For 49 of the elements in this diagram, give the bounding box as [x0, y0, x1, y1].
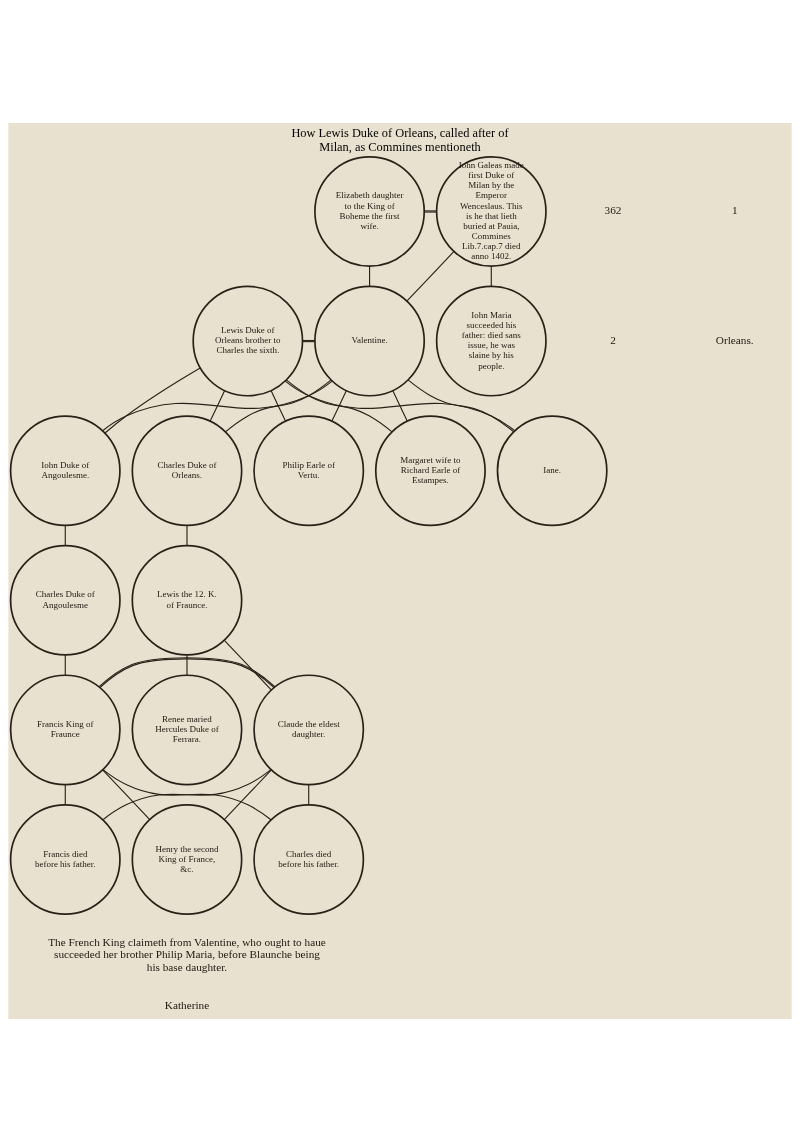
node-circle: Iohn Duke of Angoulesme.	[9, 415, 121, 527]
connector	[407, 379, 515, 433]
label: Orleans.	[715, 333, 754, 346]
node-circle: Henry the second King of France, &c.	[131, 804, 243, 916]
label: 1	[731, 204, 738, 217]
connector	[423, 210, 438, 213]
connector	[224, 379, 332, 433]
node-circle: Philip Earle of Vertu.	[253, 415, 365, 527]
node-circle: Charles died before his father.	[253, 804, 365, 916]
diagram-title: How Lewis Duke of Orleans, called after of Milan, as Commines mentioneth	[291, 126, 509, 154]
connector	[64, 784, 66, 806]
connector	[186, 524, 188, 547]
node-circle: Margaret wife to Richard Earle of Estampes.	[374, 415, 486, 527]
node-circle: Iohn Maria succeeded his father: died sans issue, he was slaine by his people.	[435, 285, 547, 397]
label: 2	[610, 333, 616, 346]
connector	[284, 380, 516, 432]
connector	[64, 654, 66, 676]
connector	[186, 654, 188, 676]
node-circle: Lewis the 12. K. of Fraunce.	[131, 544, 243, 656]
connector	[104, 367, 201, 434]
connector	[223, 639, 272, 691]
connector	[490, 265, 492, 287]
caption: The French King claimeth from Valentine, who ought to haue succeeded her brother Philip Maria, before Blaunche being his base daughter.	[48, 935, 326, 973]
connector	[270, 390, 287, 422]
connector	[285, 379, 393, 433]
node-circle: Elizabeth daughter to the King of Boheme the first wife.	[314, 155, 426, 267]
node-circle: Iane.	[496, 415, 608, 527]
connector	[392, 390, 408, 422]
connector	[308, 784, 310, 806]
connector	[223, 769, 272, 820]
connector	[369, 265, 371, 287]
connector	[98, 657, 276, 689]
connector	[64, 524, 66, 547]
label: Katherine	[164, 999, 210, 1012]
connector	[102, 769, 151, 820]
node-circle: Valentine.	[314, 285, 426, 397]
connector	[102, 769, 272, 821]
connector	[209, 390, 226, 422]
node-circle: Charles Duke of Angoulesme	[9, 544, 121, 656]
connector	[406, 250, 455, 302]
node-circle: Francis King of Fraunce	[9, 674, 121, 786]
node-circle: Claude the eldest daughter.	[253, 674, 365, 786]
node-circle: Renee maried Hercules Duke of Ferrara.	[131, 674, 243, 786]
node-circle: Francis died before his father.	[9, 804, 121, 916]
connector	[331, 390, 347, 422]
connector	[102, 380, 333, 432]
node-circle: Charles Duke of Orleans.	[131, 415, 243, 527]
label: 362	[604, 204, 622, 217]
node-circle: Lewis Duke of Orleans brother to Charles the sixth.	[192, 285, 304, 397]
